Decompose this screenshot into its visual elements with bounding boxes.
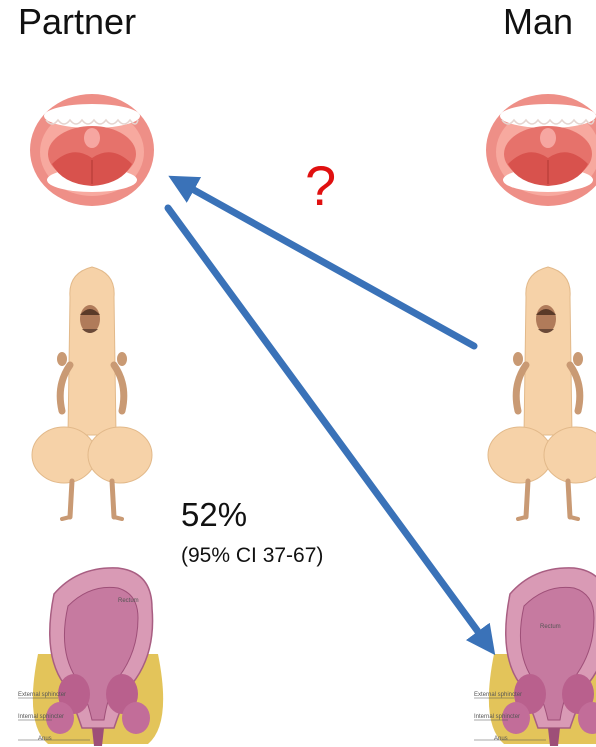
partner-internal-sphincter-label: Internal sphincter (18, 714, 64, 720)
man-mouth-illustration (486, 94, 596, 206)
arrow-partner-mouth-to-man-anus (168, 208, 490, 648)
partner-anus-label: Anus (38, 736, 52, 742)
transmission-percentage: 52% (181, 498, 247, 531)
unknown-transmission-question-mark: ? (305, 158, 336, 214)
partner-rectum-illustration: Rectum External sphincter Internal sphin… (18, 568, 163, 746)
man-internal-sphincter-label: Internal sphincter (474, 714, 520, 720)
man-external-sphincter-label: External sphincter (474, 692, 522, 698)
man-column-header: Man (503, 4, 573, 40)
partner-external-sphincter-label: External sphincter (18, 692, 66, 698)
man-penis-costume-illustration (488, 267, 596, 519)
partner-mouth-illustration (30, 94, 154, 206)
man-rectum-illustration: Rectum External sphincter Internal sphin… (474, 568, 596, 746)
man-rectum-label: Rectum (540, 624, 561, 630)
man-anus-label: Anus (494, 736, 508, 742)
partner-column-header: Partner (18, 4, 136, 40)
partner-rectum-label: Rectum (118, 598, 139, 604)
confidence-interval: (95% CI 37-67) (181, 545, 323, 566)
partner-penis-costume-illustration (32, 267, 152, 519)
